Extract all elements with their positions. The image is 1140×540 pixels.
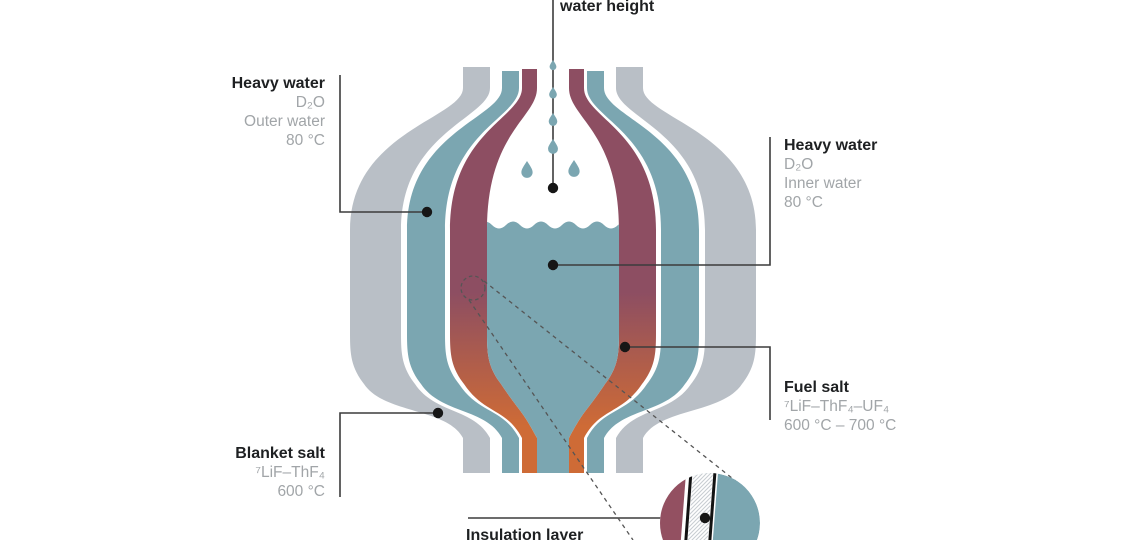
insulation-inset (660, 473, 760, 540)
inner-water-temperature: 80 °C (784, 194, 823, 211)
fuel-salt-label: Fuel salt ⁷LiF–ThF₄–UF₄ 600 °C – 700 °C (784, 378, 1064, 435)
fuel-salt-temperature: 600 °C – 700 °C (784, 417, 897, 434)
leader-inner-water (557, 137, 771, 266)
water-height-marker-dot (547, 182, 559, 194)
droplet-icon (548, 113, 558, 126)
inner-water-position: Inner water (784, 175, 862, 192)
leader-outer-water (339, 75, 423, 213)
outer-water-formula: D₂O (295, 94, 325, 111)
insulation-label: Insulation layer (466, 527, 584, 540)
marker-dot-outer-water (421, 206, 433, 218)
droplet-icon (548, 139, 558, 154)
blanket-salt-formula: ⁷LiF–ThF₄ (255, 464, 325, 481)
water-height-label: water height (560, 0, 655, 15)
fuel-salt-title: Fuel salt (784, 379, 849, 396)
inset-fuel-salt (660, 473, 687, 540)
leader-fuel-salt (629, 346, 771, 420)
blanket-salt-temperature: 600 °C (277, 483, 325, 500)
outer-water-temperature: 80 °C (286, 132, 325, 149)
inset-wall-right (704, 473, 718, 540)
inner-water-formula: D₂O (784, 156, 814, 173)
fuel-salt-formula: ⁷LiF–ThF₄–UF₄ (784, 398, 890, 415)
marker-dot-inner-water (547, 259, 559, 271)
droplet-icon (549, 87, 557, 99)
droplet-icon (521, 161, 533, 178)
magnifier-source-circle (460, 275, 486, 301)
marker-dot-blanket-salt (432, 407, 444, 419)
inset-insulation-hatch (684, 473, 714, 540)
marker-dot-fuel-salt (619, 341, 631, 353)
magnifier-guide-lower (468, 299, 634, 540)
water-droplets (521, 60, 580, 178)
outer-water-label: Heavy water D₂O Outer water 80 °C (105, 74, 325, 150)
droplet-icon (568, 160, 580, 177)
inner-water-title: Heavy water (784, 137, 878, 154)
leader-blanket-salt (339, 412, 434, 497)
inset-wall-left (680, 473, 694, 540)
droplet-icon (549, 60, 557, 71)
marker-dot-insulation (699, 512, 711, 524)
outer-water-title: Heavy water (231, 75, 325, 92)
outer-water-position: Outer water (244, 113, 325, 130)
inner-water-label: Heavy water D₂O Inner water 80 °C (784, 136, 1044, 212)
blanket-salt-title: Blanket salt (235, 445, 325, 462)
blanket-salt-label: Blanket salt ⁷LiF–ThF₄ 600 °C (105, 444, 325, 501)
